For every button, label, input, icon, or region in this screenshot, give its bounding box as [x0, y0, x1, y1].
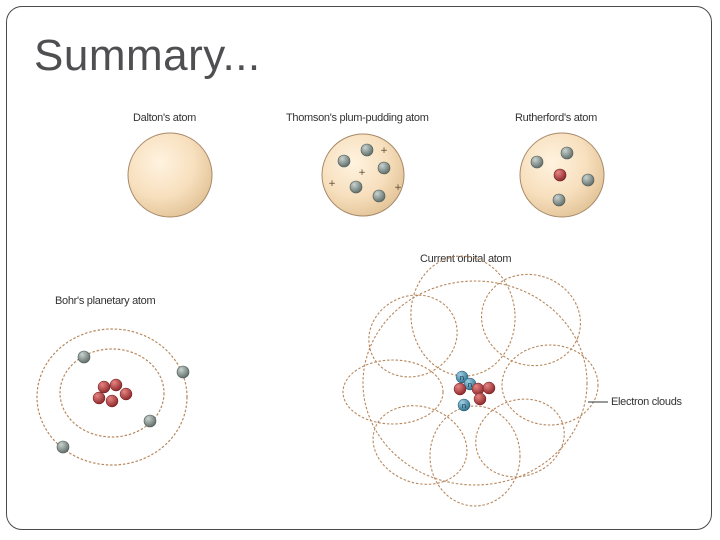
- electron: [349, 180, 363, 194]
- electron: [337, 154, 351, 168]
- electron: [143, 414, 157, 428]
- thomson-atom: + + + +: [321, 133, 405, 217]
- dalton-atom: [127, 132, 213, 218]
- proton: [482, 381, 496, 395]
- positive-charge-symbol: +: [328, 179, 336, 189]
- electron: [56, 440, 70, 454]
- neutron: [455, 370, 469, 384]
- positive-charge-symbol: +: [394, 183, 402, 193]
- neutron-symbol: n: [460, 374, 464, 382]
- orbital-label: Current orbital atom: [420, 253, 512, 265]
- orbital-atom: n n n: [342, 255, 608, 507]
- bohr-label: Bohr's planetary atom: [55, 295, 156, 307]
- neutron-symbol: n: [468, 381, 472, 389]
- electron: [552, 193, 566, 207]
- slide-frame: [6, 6, 712, 530]
- electron: [372, 189, 386, 203]
- neutron: [457, 398, 471, 412]
- thomson-charges: + + + +: [328, 146, 402, 193]
- inner-orbit: [59, 348, 165, 438]
- electron: [360, 143, 374, 157]
- electron-clouds-callout: Electron clouds: [611, 396, 682, 408]
- proton: [453, 382, 467, 396]
- electron: [581, 173, 595, 187]
- electron: [560, 146, 574, 160]
- orbital-nucleus: n n n: [453, 370, 496, 412]
- bohr-nucleus: [92, 378, 133, 408]
- proton: [473, 392, 487, 406]
- thomson-label: Thomson's plum-pudding atom: [286, 112, 429, 124]
- thomson-electrons: [337, 143, 391, 203]
- slide-title: Summary...: [34, 31, 261, 80]
- electron: [176, 365, 190, 379]
- electron-cloud-lobes: [342, 255, 599, 507]
- electron: [530, 155, 544, 169]
- electron: [377, 161, 391, 175]
- dalton-label: Dalton's atom: [133, 112, 197, 124]
- electron: [77, 350, 91, 364]
- outer-orbit: [36, 328, 188, 466]
- neutron-symbol: n: [462, 402, 466, 410]
- dalton-sphere: [127, 132, 213, 218]
- bohr-atom: [36, 328, 190, 466]
- rutherford-atom: [519, 132, 605, 218]
- rutherford-label: Rutherford's atom: [515, 112, 597, 124]
- positive-charge-symbol: +: [380, 146, 388, 156]
- nucleus: [553, 168, 567, 182]
- positive-charge-symbol: +: [358, 168, 366, 178]
